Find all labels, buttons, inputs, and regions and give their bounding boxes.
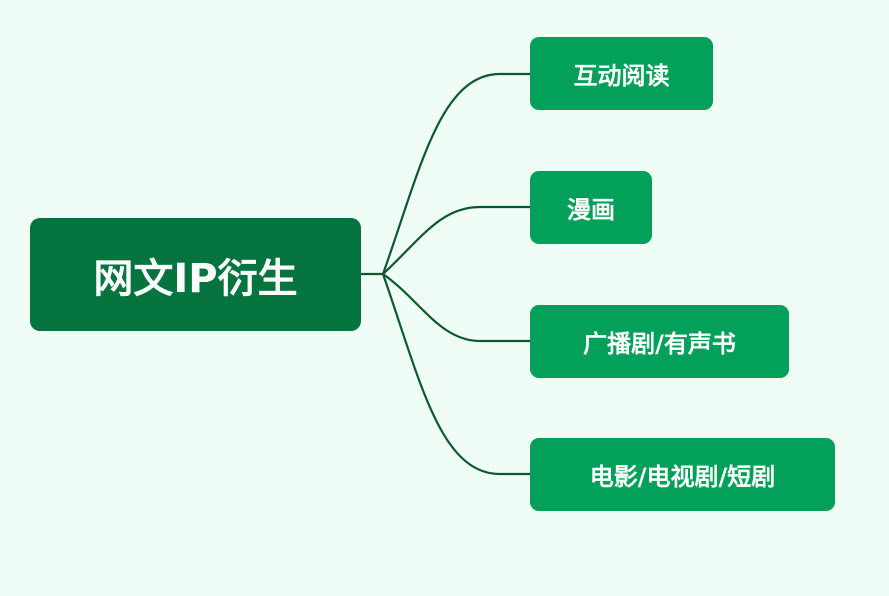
connector-to-child-0 — [381, 72, 532, 276]
child-node-comics[interactable]: 漫画 — [530, 171, 652, 244]
root-node[interactable]: 网文IP衍生 — [30, 218, 361, 331]
child-node-radio-drama-audiobook[interactable]: 广播剧/有声书 — [530, 305, 789, 378]
child-node-label: 广播剧/有声书 — [583, 330, 736, 358]
connector-to-child-1 — [381, 205, 532, 276]
root-node-label: 网文IP衍生 — [93, 255, 298, 302]
child-node-label: 电影/电视剧/短剧 — [589, 463, 776, 491]
connector-to-child-3 — [381, 272, 532, 476]
child-node-label: 互动阅读 — [573, 62, 670, 90]
connector-to-child-2 — [381, 272, 532, 343]
child-node-interactive-reading[interactable]: 互动阅读 — [530, 37, 713, 110]
child-node-label: 漫画 — [567, 196, 615, 224]
child-node-film-tv-short-drama[interactable]: 电影/电视剧/短剧 — [530, 438, 835, 511]
